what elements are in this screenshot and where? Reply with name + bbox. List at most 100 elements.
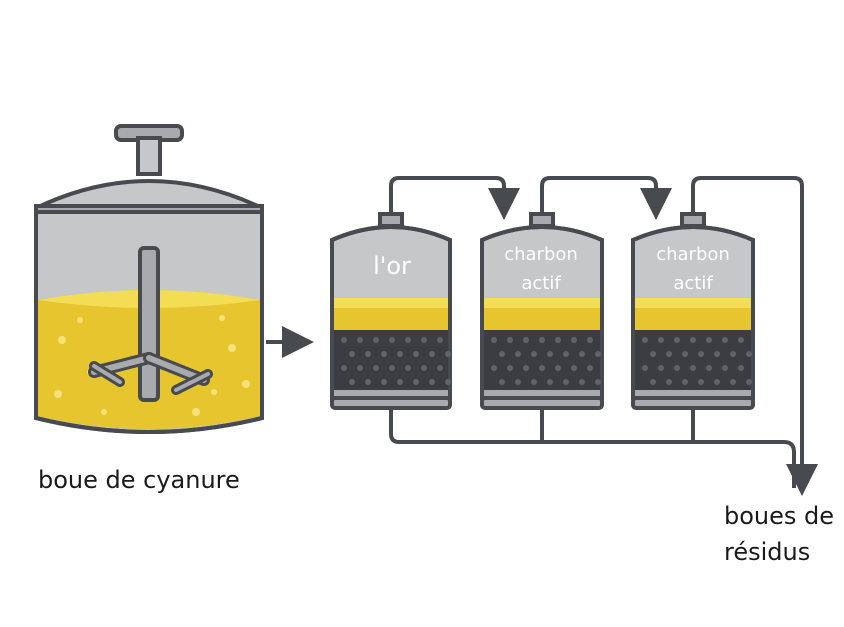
carbon-granule [547, 379, 553, 385]
carbon-granule [722, 337, 728, 343]
column-gold [330, 212, 452, 410]
carbon-granule [499, 379, 505, 385]
carbon-granule [523, 365, 529, 371]
carbon-granule [563, 379, 569, 385]
carbon-granule [491, 365, 497, 371]
carbon-granule [429, 351, 435, 357]
carbon-granule [437, 337, 443, 343]
label-carbon-2: charbon actif [633, 240, 753, 298]
carbon-granule [507, 337, 513, 343]
carbon-granule [714, 351, 720, 357]
carbon-granule [539, 337, 545, 343]
carbon-granule [595, 379, 601, 385]
carbon-granule [738, 365, 744, 371]
carbon-granules [341, 337, 752, 385]
carbon-granule [595, 351, 601, 357]
carbon-granule [381, 351, 387, 357]
carbon-granule [373, 365, 379, 371]
caption-tailings-line-1: boues de [724, 502, 835, 530]
carbon-granule [437, 365, 443, 371]
carbon-granule [682, 351, 688, 357]
label-carbon-2-line-1: charbon [656, 244, 730, 265]
carbon-granule [499, 351, 505, 357]
carbon-granule [515, 351, 521, 357]
carbon-granule [421, 337, 427, 343]
carbon-granule [722, 365, 728, 371]
carbon-granule [365, 379, 371, 385]
agitator-icon [88, 246, 213, 402]
transfer-pipes [389, 176, 818, 496]
carbon-granule [547, 351, 553, 357]
carbon-granule [555, 337, 561, 343]
carbon-granule [666, 351, 672, 357]
carbon-granule [405, 365, 411, 371]
carbon-granule [515, 379, 521, 385]
carbon-granule [539, 365, 545, 371]
carbon-granule [642, 337, 648, 343]
carbon-granule [397, 379, 403, 385]
carbon-granule [730, 379, 736, 385]
carbon-granule [349, 379, 355, 385]
caption-tailings-line-2: résidus [724, 538, 811, 566]
carbon-granule [357, 337, 363, 343]
carbon-granule [507, 365, 513, 371]
carbon-granule [445, 379, 451, 385]
carbon-granule [658, 365, 664, 371]
carbon-granule [555, 365, 561, 371]
carbon-granule [531, 351, 537, 357]
carbon-granule [714, 379, 720, 385]
carbon-granule [650, 351, 656, 357]
label-carbon-2-line-2: actif [673, 273, 713, 294]
carbon-granule [706, 365, 712, 371]
carbon-granule [405, 337, 411, 343]
agitation-tank [34, 124, 264, 434]
carbon-granule [738, 337, 744, 343]
label-carbon-1: charbon actif [481, 240, 601, 298]
carbon-granule [381, 379, 387, 385]
carbon-granule [491, 337, 497, 343]
column-carbon-2 [631, 212, 755, 410]
carbon-granule [523, 337, 529, 343]
caption-cyanide-slurry: boue de cyanure [38, 466, 240, 494]
carbon-granule [421, 365, 427, 371]
carbon-granule [579, 379, 585, 385]
carbon-granule [389, 365, 395, 371]
carbon-granule [357, 365, 363, 371]
label-carbon-1-line-2: actif [521, 273, 561, 294]
carbon-granule [413, 379, 419, 385]
carbon-granule [429, 379, 435, 385]
carbon-granule [642, 365, 648, 371]
carbon-granule [579, 351, 585, 357]
label-carbon-1-line-1: charbon [504, 244, 578, 265]
carbon-granule [674, 365, 680, 371]
carbon-granule [587, 365, 593, 371]
carbon-granule [341, 365, 347, 371]
carbon-granule [690, 337, 696, 343]
carbon-granule [413, 351, 419, 357]
label-gold: l'or [373, 252, 411, 280]
carbon-granule [341, 337, 347, 343]
carbon-granule [349, 351, 355, 357]
carbon-granule [706, 337, 712, 343]
carbon-granule [531, 379, 537, 385]
carbon-granule [650, 379, 656, 385]
tailings-pipe [389, 408, 796, 488]
carbon-granule [666, 379, 672, 385]
carbon-granule [730, 351, 736, 357]
carbon-granule [389, 337, 395, 343]
carbon-granule [690, 365, 696, 371]
carbon-granule [571, 365, 577, 371]
carbon-granule [397, 351, 403, 357]
carbon-granule [373, 337, 379, 343]
carbon-granule [587, 337, 593, 343]
carbon-granule [746, 351, 752, 357]
carbon-granule [365, 351, 371, 357]
carbon-granule [698, 351, 704, 357]
carbon-granule [563, 351, 569, 357]
carbon-granule [674, 337, 680, 343]
caption-tailings: boues de résidus [724, 498, 834, 570]
carbon-granule [571, 337, 577, 343]
carbon-granule [445, 351, 451, 357]
carbon-granule [658, 337, 664, 343]
